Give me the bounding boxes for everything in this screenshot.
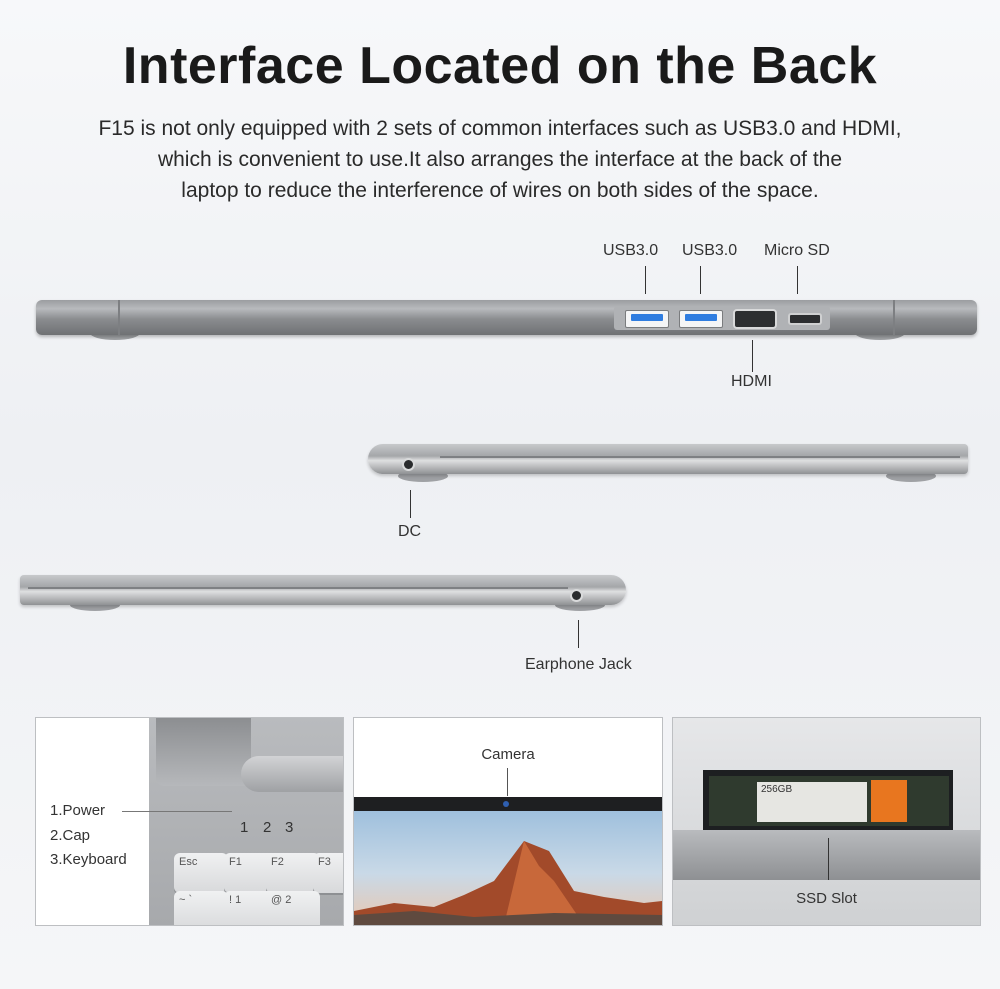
dc-port (402, 458, 415, 471)
panel-camera: Camera (353, 717, 663, 926)
hinge-block (156, 718, 251, 786)
hdmi-port (733, 309, 777, 329)
usb1-port (625, 310, 669, 328)
laptop-dc-side-chassis (368, 444, 968, 474)
ssd-brand-sticker (871, 780, 907, 822)
description-line-2: which is convenient to use.It also arran… (157, 148, 843, 171)
camera-label: Camera (481, 746, 535, 763)
page-title: Interface Located on the Back (122, 37, 878, 95)
key-tilde: ~ ` (174, 891, 228, 925)
key-2: @ 2 (266, 891, 320, 925)
dc-label: DC (398, 523, 422, 540)
hinge-barrel (241, 756, 343, 792)
key-esc: Esc (174, 853, 228, 893)
usb1-leader-line (645, 266, 646, 294)
indicator-leader-line (122, 811, 232, 812)
usb2-label: USB3.0 (682, 242, 738, 259)
description-line-3: laptop to reduce the interference of wir… (181, 179, 819, 202)
panel-indicators: 1.Power 2.Cap 3.Keyboard 1 2 3 Esc F1 F2… (35, 717, 344, 926)
screen-bezel (354, 797, 662, 811)
dc-leader-line (410, 490, 411, 518)
indicator-item-keyboard: 3.Keyboard (50, 851, 127, 868)
usb2-port (679, 310, 723, 328)
ssd-module: 256GB (709, 776, 949, 826)
earphone-leader-line (578, 620, 579, 648)
indicator-item-power: 1.Power (50, 802, 106, 819)
camera-leader-line (507, 768, 508, 796)
description-line-1: F15 is not only equipped with 2 sets of … (98, 117, 902, 140)
laptop-earphone-side-chassis (20, 575, 626, 605)
lid-seam (440, 456, 960, 458)
camera-lens-icon (503, 801, 509, 807)
usb2-leader-line (700, 266, 701, 294)
indicator-number-1: 1 (240, 819, 249, 836)
hinge-divider-left (118, 300, 120, 335)
hdmi-leader-line (752, 340, 753, 372)
earphone-jack-port (570, 589, 583, 602)
laptop-back-chassis (36, 300, 977, 335)
ssd-chip-label: 256GB (757, 782, 867, 822)
ssd-chassis-edge (673, 830, 980, 880)
key-f2: F2 (266, 853, 320, 893)
lid-seam-right (28, 587, 568, 589)
wallpaper-image (354, 811, 662, 925)
indicator-number-3: 3 (285, 819, 294, 836)
hinge-divider-right (893, 300, 895, 335)
panel-ssd: 256GB SSD Slot (672, 717, 981, 926)
laptop-back-view: USB3.0 USB3.0 Micro SD HDMI (0, 230, 1000, 410)
ssd-leader-line (828, 838, 829, 880)
key-f3: F3 (313, 853, 343, 893)
earphone-label: Earphone Jack (525, 656, 632, 673)
ssd-label: SSD Slot (796, 890, 857, 907)
indicator-item-cap: 2.Cap (50, 827, 91, 844)
usb1-label: USB3.0 (603, 242, 659, 259)
mountain-landscape-image (354, 841, 662, 925)
laptop-right-side-view: Earphone Jack (0, 565, 1000, 685)
hdmi-label: HDMI (731, 373, 772, 390)
indicator-number-2: 2 (263, 819, 272, 836)
microsd-leader-line (797, 266, 798, 294)
laptop-left-side-view: DC (0, 430, 1000, 540)
microsd-label: Micro SD (764, 242, 830, 259)
microsd-slot (788, 313, 822, 325)
